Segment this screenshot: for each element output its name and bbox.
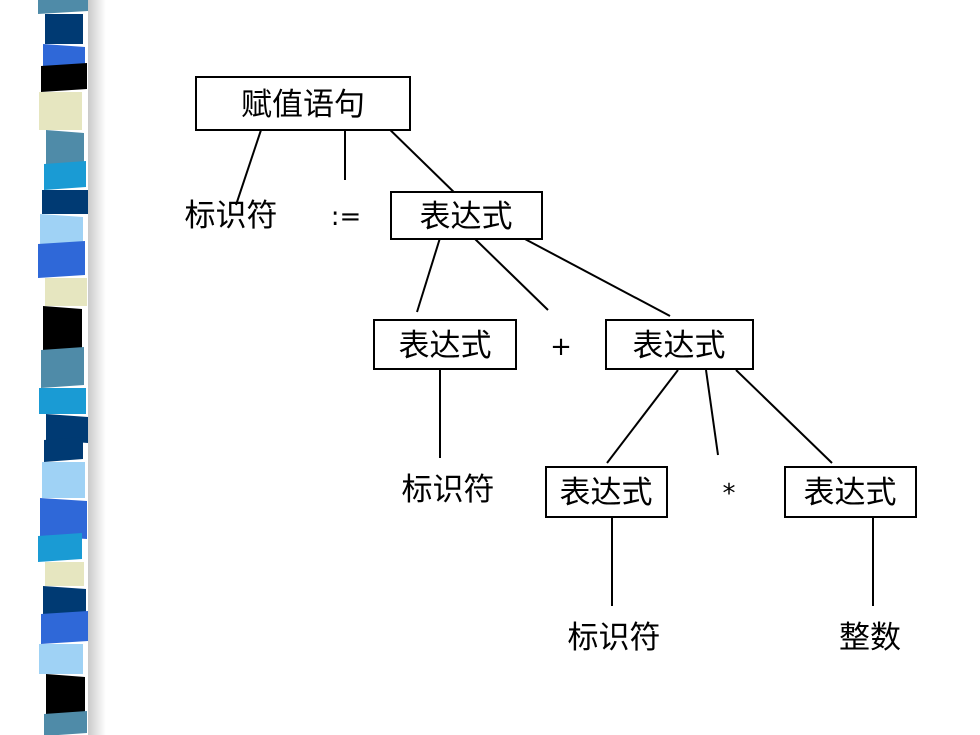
sidebar-stripe (38, 0, 88, 14)
edge-expr-expr-right (522, 237, 671, 317)
node-expression-5: 表达式 (784, 466, 917, 518)
node-label: 表达式 (633, 328, 726, 364)
leaf-identifier-2: 标识符 (402, 472, 495, 508)
decorative-sidebar-stripes (0, 0, 110, 735)
node-label: 表达式 (804, 475, 897, 511)
node-label: 表达式 (560, 475, 653, 511)
leaf-times-operator: * (723, 479, 736, 509)
sidebar-stripe (41, 347, 84, 388)
leaf-identifier-3: 标识符 (568, 620, 661, 656)
sidebar-stripe (39, 92, 82, 130)
edge-root-identifier (235, 129, 262, 206)
sidebar-stripe (40, 214, 83, 247)
sidebar-stripe (43, 586, 86, 617)
sidebar-stripe (46, 130, 84, 167)
sidebar-stripe (41, 63, 87, 92)
sidebar-stripe (42, 190, 88, 214)
edge-exprright-expr (606, 369, 679, 464)
node-expression-1: 表达式 (390, 191, 543, 240)
node-expression-2: 表达式 (373, 319, 517, 370)
node-expression-4: 表达式 (545, 466, 668, 518)
edge-exprright-expr2 (735, 369, 833, 464)
leaf-integer: 整数 (839, 620, 901, 656)
sidebar-stripe (45, 562, 84, 586)
sidebar-stripe (38, 241, 85, 278)
leaf-plus-operator: + (550, 332, 572, 362)
leaf-assign-operator: := (331, 202, 362, 232)
node-label: 表达式 (399, 328, 492, 364)
sidebar-stripe (43, 44, 85, 69)
sidebar-stripe (40, 498, 87, 539)
node-expression-3: 表达式 (605, 319, 754, 370)
edge-root-expr (379, 119, 463, 201)
node-label: 赋值语句 (241, 87, 365, 123)
sidebar-stripe (45, 278, 87, 306)
sidebar-stripe (41, 611, 88, 644)
sidebar-stripe (39, 388, 86, 414)
sidebar-stripe (46, 414, 88, 443)
edge-expr-expr-left (416, 237, 441, 313)
sidebar-stripe (42, 462, 85, 498)
sidebar-stripe (44, 161, 86, 190)
sidebar-stripe (45, 14, 83, 44)
sidebar-stripe (38, 533, 82, 562)
edge-expr-plus (473, 237, 549, 311)
node-assignment-statement: 赋值语句 (195, 76, 411, 131)
sidebar-stripe (44, 711, 87, 735)
leaf-identifier-1: 标识符 (185, 198, 278, 234)
sidebar-stripe (39, 644, 83, 674)
sidebar-stripe (43, 306, 82, 353)
edge-exprright-times (705, 369, 719, 456)
sidebar-stripe (46, 674, 85, 717)
node-label: 表达式 (420, 199, 513, 235)
sidebar-stripe (44, 437, 83, 462)
